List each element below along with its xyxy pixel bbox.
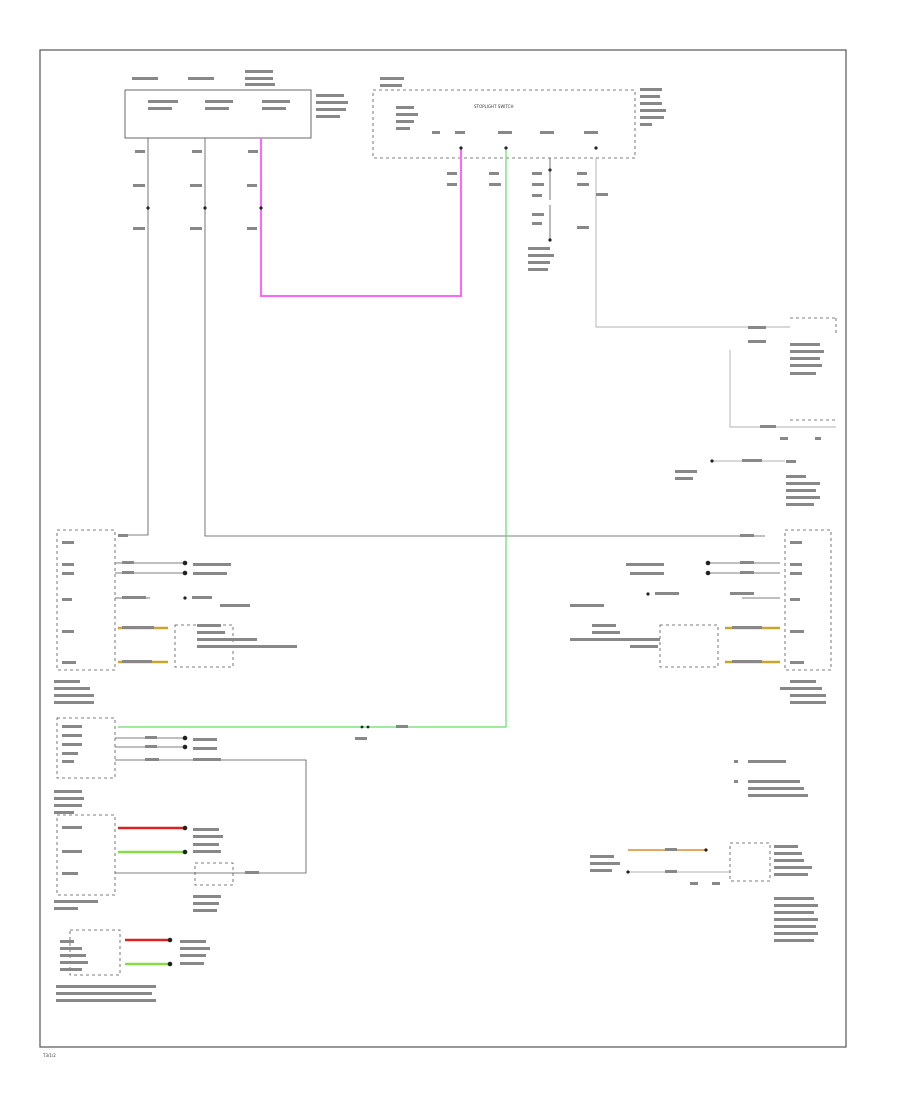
diagram-frame <box>39 49 847 1048</box>
bottom-right-module-group <box>590 842 818 942</box>
green-wire <box>118 150 507 728</box>
right-sensor-group <box>675 317 837 506</box>
left-unit-box <box>56 529 116 671</box>
left-unit-group <box>54 529 297 704</box>
fuse-block <box>124 89 312 139</box>
wire-left-1 <box>120 138 149 536</box>
lower-left-connector <box>56 717 116 779</box>
legend-group <box>734 760 808 797</box>
relay-label: STOPLIGHT SWITCH <box>474 104 513 109</box>
fuse-block-group <box>124 70 348 230</box>
lower-left-module-group <box>54 814 259 912</box>
lower-left-module <box>56 814 116 896</box>
wire-left-2 <box>204 138 765 537</box>
pink-wire <box>260 138 462 297</box>
lower-left-connector-group <box>54 717 307 874</box>
control-relay-group: STOPLIGHT SWITCH <box>372 77 666 271</box>
footer-code: T3/1/2 <box>42 1053 56 1058</box>
right-unit-group <box>570 529 832 704</box>
control-relay-box <box>372 89 636 159</box>
bottom-left-sensor-group <box>56 929 210 1002</box>
right-unit-box <box>784 529 832 671</box>
wire-right-to-sensor <box>595 158 790 328</box>
